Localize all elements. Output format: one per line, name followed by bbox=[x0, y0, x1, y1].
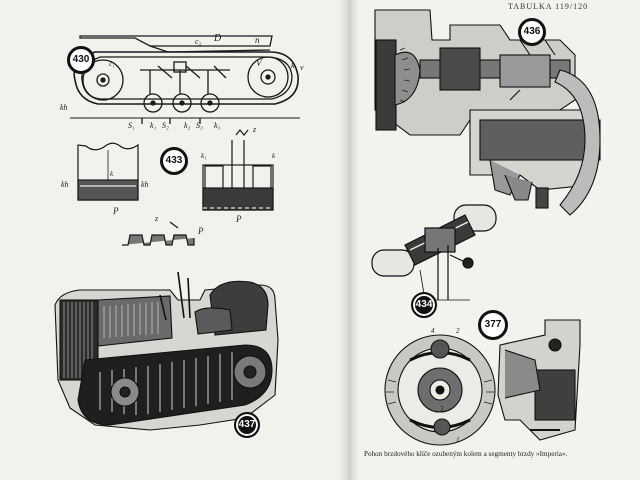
book-gutter bbox=[338, 0, 360, 480]
label-433-kh-right: kh bbox=[141, 180, 149, 189]
label-k2: k₂ bbox=[184, 121, 191, 130]
label-S1: S₁ bbox=[128, 121, 135, 130]
label-377-1: 1 bbox=[456, 436, 460, 444]
figure-377-drawing bbox=[384, 319, 581, 446]
label-377-4: 4 bbox=[431, 327, 435, 335]
figure-430-number: 430 bbox=[67, 46, 95, 74]
figure-377-number: 377 bbox=[478, 310, 508, 340]
label-434-k: k bbox=[272, 152, 276, 160]
figure-436-drawing bbox=[374, 9, 601, 216]
label-433-k: k bbox=[110, 170, 114, 178]
label-377-2: 2 bbox=[456, 327, 460, 335]
label-n: n bbox=[255, 35, 260, 45]
figure-433-number: 433 bbox=[160, 147, 188, 175]
figure-434-left-drawing bbox=[202, 129, 274, 211]
label-V: V bbox=[256, 58, 262, 68]
plate-header: TABULKA 119/120 bbox=[508, 2, 589, 11]
label-S2: S₂ bbox=[162, 121, 169, 130]
label-434-k1: k₁ bbox=[201, 152, 207, 160]
figure-437-number: 437 bbox=[234, 412, 260, 438]
label-rack-z: z bbox=[155, 214, 159, 223]
label-c2: c₂ bbox=[195, 37, 202, 46]
figure-434-number: 434 bbox=[411, 292, 437, 318]
label-377-3: 3 bbox=[440, 405, 444, 413]
label-433-P: P bbox=[113, 206, 119, 216]
label-kh: kh bbox=[60, 103, 68, 112]
label-k3: k₃ bbox=[214, 121, 221, 130]
label-434-z: z bbox=[253, 125, 257, 134]
label-D: D bbox=[214, 33, 222, 44]
label-v: v bbox=[300, 63, 304, 72]
figure-433-drawing bbox=[77, 142, 139, 201]
figure-377-caption: Pohon brzdového klíče ozubeným kolem a s… bbox=[364, 450, 568, 458]
label-433-kh-left: kh bbox=[61, 180, 69, 189]
rack-drawing bbox=[122, 221, 195, 246]
label-434-P: P bbox=[236, 214, 242, 224]
label-c1: c₁ bbox=[109, 60, 115, 68]
label-rack-P: P bbox=[198, 226, 204, 236]
label-S3: S₃ bbox=[196, 121, 203, 130]
figure-437-drawing bbox=[54, 271, 279, 431]
figure-436-number: 436 bbox=[518, 18, 546, 46]
figure-430-drawing bbox=[70, 35, 300, 124]
figure-434-drawing bbox=[371, 204, 497, 301]
label-k: k bbox=[291, 61, 295, 70]
label-k1: k₁ bbox=[150, 121, 157, 130]
